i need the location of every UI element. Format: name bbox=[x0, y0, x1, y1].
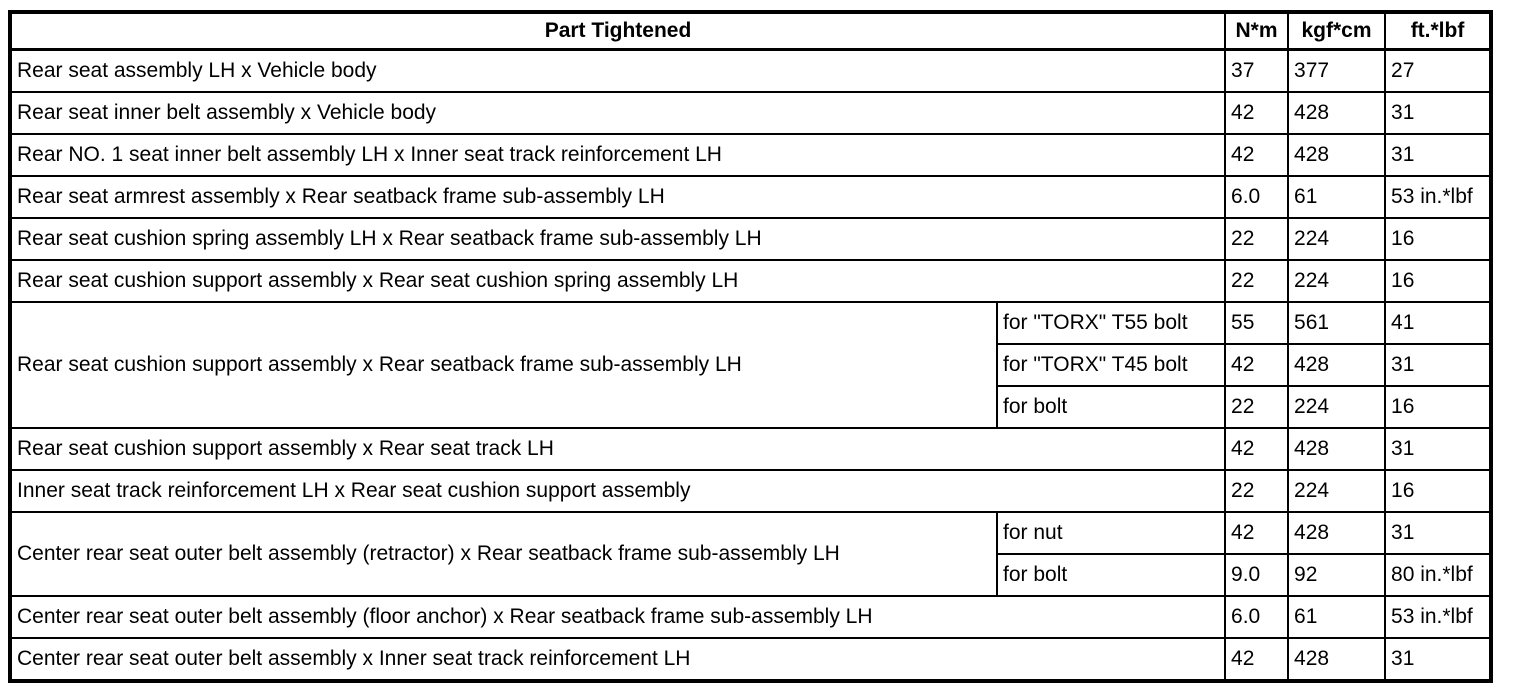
torque-ftlbf-cell: 53 in.*lbf bbox=[1384, 595, 1493, 639]
torque-nm-cell: 42 bbox=[1224, 427, 1290, 471]
torque-kgfcm-cell: 377 bbox=[1287, 48, 1387, 93]
condition-cell: for bolt bbox=[995, 553, 1227, 597]
header-row: Part Tightened N*m kgf*cm ft.*lbf bbox=[8, 11, 1493, 51]
torque-ftlbf-cell: 53 in.*lbf bbox=[1384, 175, 1493, 219]
torque-kgfcm-cell: 561 bbox=[1287, 301, 1387, 345]
torque-ftlbf-cell: 31 bbox=[1384, 343, 1493, 387]
table-row: Rear seat inner belt assembly x Vehicle … bbox=[8, 91, 1493, 135]
header-nm: N*m bbox=[1224, 11, 1290, 51]
torque-nm-cell: 22 bbox=[1224, 217, 1290, 261]
torque-spec-table: Part Tightened N*m kgf*cm ft.*lbf Rear s… bbox=[8, 10, 1494, 683]
torque-nm-cell: 42 bbox=[1224, 91, 1290, 135]
torque-nm-cell: 42 bbox=[1224, 343, 1290, 387]
part-cell: Rear seat cushion support assembly x Rea… bbox=[8, 427, 1227, 471]
table-row: Rear seat cushion spring assembly LH x R… bbox=[8, 217, 1493, 261]
torque-nm-cell: 22 bbox=[1224, 385, 1290, 429]
part-cell: Rear seat cushion spring assembly LH x R… bbox=[8, 217, 1227, 261]
torque-nm-cell: 42 bbox=[1224, 133, 1290, 177]
table-row: Rear seat assembly LH x Vehicle body 37 … bbox=[8, 48, 1493, 93]
torque-ftlbf-cell: 31 bbox=[1384, 427, 1493, 471]
table-row: Rear NO. 1 seat inner belt assembly LH x… bbox=[8, 133, 1493, 177]
part-cell: Rear seat inner belt assembly x Vehicle … bbox=[8, 91, 1227, 135]
torque-ftlbf-cell: 16 bbox=[1384, 469, 1493, 513]
table-row: Rear seat cushion support assembly x Rea… bbox=[8, 259, 1493, 303]
header-kgfcm: kgf*cm bbox=[1287, 11, 1387, 51]
torque-ftlbf-cell: 31 bbox=[1384, 133, 1493, 177]
torque-ftlbf-cell: 41 bbox=[1384, 301, 1493, 345]
torque-nm-cell: 6.0 bbox=[1224, 595, 1290, 639]
part-cell: Center rear seat outer belt assembly (re… bbox=[9, 511, 998, 597]
table-row: Rear seat armrest assembly x Rear seatba… bbox=[8, 175, 1493, 219]
torque-kgfcm-cell: 61 bbox=[1287, 175, 1387, 219]
torque-ftlbf-cell: 27 bbox=[1384, 48, 1493, 93]
header-ftlbf: ft.*lbf bbox=[1384, 11, 1493, 51]
condition-cell: for nut bbox=[995, 511, 1227, 555]
header-part-tightened: Part Tightened bbox=[8, 11, 1227, 51]
torque-ftlbf-cell: 31 bbox=[1384, 91, 1493, 135]
part-cell: Center rear seat outer belt assembly (fl… bbox=[8, 595, 1227, 639]
torque-kgfcm-cell: 428 bbox=[1287, 91, 1387, 135]
torque-nm-cell: 9.0 bbox=[1224, 553, 1290, 597]
torque-kgfcm-cell: 92 bbox=[1287, 553, 1387, 597]
torque-ftlbf-cell: 16 bbox=[1384, 217, 1493, 261]
table-row: for bolt 9.0 92 80 in.*lbf bbox=[10, 553, 1493, 597]
torque-ftlbf-cell: 16 bbox=[1384, 259, 1493, 303]
torque-nm-cell: 22 bbox=[1224, 259, 1290, 303]
condition-cell: for "TORX" T45 bolt bbox=[995, 343, 1227, 387]
torque-ftlbf-cell: 16 bbox=[1384, 385, 1493, 429]
table-row-group-start: Rear seat cushion support assembly x Rea… bbox=[9, 301, 1493, 429]
torque-kgfcm-cell: 224 bbox=[1287, 217, 1387, 261]
table-row: Rear seat cushion support assembly x Rea… bbox=[8, 427, 1493, 471]
torque-nm-cell: 55 bbox=[1224, 301, 1290, 345]
torque-spec-section: Part Tightened N*m kgf*cm ft.*lbf Rear s… bbox=[8, 10, 1494, 683]
table-row: for "TORX" T45 bolt 42 428 31 bbox=[10, 343, 1493, 387]
torque-nm-cell: 22 bbox=[1224, 469, 1290, 513]
torque-kgfcm-cell: 428 bbox=[1287, 133, 1387, 177]
torque-kgfcm-cell: 224 bbox=[1287, 259, 1387, 303]
part-cell: Center rear seat outer belt assembly x I… bbox=[8, 637, 1227, 682]
part-cell: Rear seat armrest assembly x Rear seatba… bbox=[8, 175, 1227, 219]
condition-cell: for bolt bbox=[995, 385, 1227, 429]
torque-nm-cell: 37 bbox=[1224, 48, 1290, 93]
torque-nm-cell: 6.0 bbox=[1224, 175, 1290, 219]
table-row: Inner seat track reinforcement LH x Rear… bbox=[8, 469, 1493, 513]
table-row-group-start: Center rear seat outer belt assembly (re… bbox=[9, 511, 1493, 597]
table-row: for bolt 22 224 16 bbox=[10, 385, 1493, 429]
torque-ftlbf-cell: 80 in.*lbf bbox=[1384, 553, 1493, 597]
torque-kgfcm-cell: 224 bbox=[1287, 469, 1387, 513]
part-cell: Inner seat track reinforcement LH x Rear… bbox=[8, 469, 1227, 513]
torque-kgfcm-cell: 428 bbox=[1287, 343, 1387, 387]
torque-nm-cell: 42 bbox=[1224, 511, 1290, 555]
torque-kgfcm-cell: 61 bbox=[1287, 595, 1387, 639]
part-cell: Rear seat assembly LH x Vehicle body bbox=[8, 48, 1227, 93]
torque-ftlbf-cell: 31 bbox=[1384, 511, 1493, 555]
part-cell: Rear NO. 1 seat inner belt assembly LH x… bbox=[8, 133, 1227, 177]
torque-kgfcm-cell: 224 bbox=[1287, 385, 1387, 429]
torque-kgfcm-cell: 428 bbox=[1287, 511, 1387, 555]
torque-ftlbf-cell: 31 bbox=[1384, 637, 1493, 682]
torque-nm-cell: 42 bbox=[1224, 637, 1290, 682]
table-row: Center rear seat outer belt assembly x I… bbox=[8, 637, 1493, 682]
torque-kgfcm-cell: 428 bbox=[1287, 427, 1387, 471]
part-cell: Rear seat cushion support assembly x Rea… bbox=[9, 301, 998, 429]
torque-kgfcm-cell: 428 bbox=[1287, 637, 1387, 682]
condition-cell: for "TORX" T55 bolt bbox=[995, 301, 1227, 345]
part-cell: Rear seat cushion support assembly x Rea… bbox=[8, 259, 1227, 303]
table-row: Center rear seat outer belt assembly (fl… bbox=[8, 595, 1493, 639]
